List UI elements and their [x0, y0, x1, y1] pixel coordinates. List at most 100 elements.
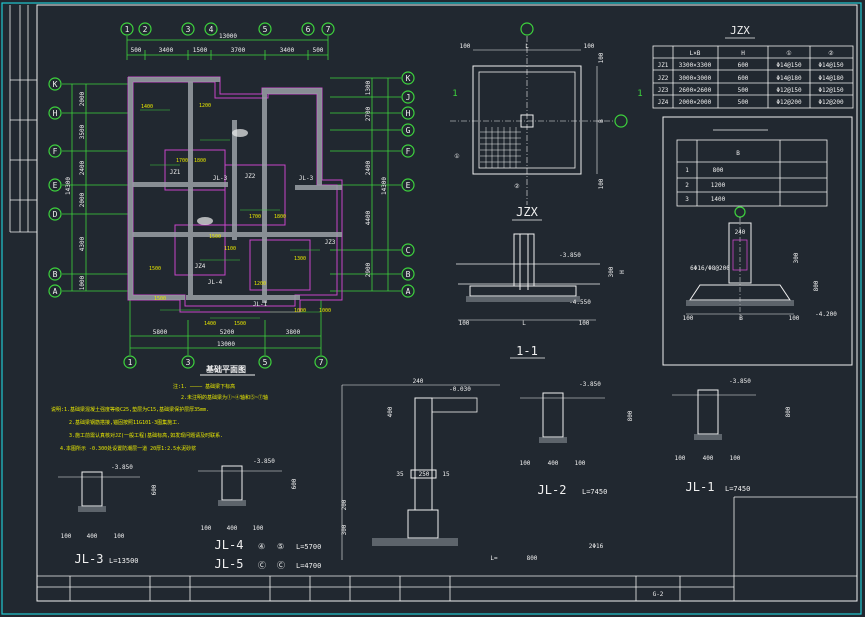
jz-label: JZ3 [325, 239, 336, 246]
right-span-dim: 2700 [365, 106, 372, 121]
jzx-table-cell: Φ12@200 [818, 99, 844, 106]
right-axis-c: C [406, 246, 411, 255]
strip-dim: B [739, 315, 743, 322]
jl5-length: L=4700 [296, 562, 321, 570]
right-axis-h: H [406, 109, 411, 118]
jl2-elev: -3.850 [579, 381, 601, 388]
note-line-3: 3.施工前需认真核对JZ(一般工程)基础标高,如发现问题请及时联系. [69, 432, 223, 439]
strip-row-no: 3 [685, 196, 689, 203]
wall-dim: 35 [396, 471, 404, 478]
section-11-dim: 300 [608, 266, 615, 277]
wall-elev: -0.030 [449, 386, 471, 393]
svg-text:1500: 1500 [149, 266, 161, 272]
jl4-length: L=5700 [296, 543, 321, 551]
jl1-length: L=7450 [725, 485, 750, 493]
foundation-plan: 1 2 3 4 5 6 7 13000 500 3400 1500 3700 3… [48, 22, 415, 376]
svg-text:1500: 1500 [234, 321, 246, 327]
top-span-dim: 3700 [231, 47, 246, 54]
left-span-dim: 3500 [79, 124, 86, 139]
wall-l-label: L= [490, 555, 498, 562]
svg-text:1000: 1000 [294, 308, 306, 314]
cut-mark-left: 1 [452, 89, 457, 99]
right-axis-g: G [406, 126, 411, 135]
top-span-dim: 500 [131, 47, 142, 54]
note-line-2: 2.基础梁钢筋搭接,锚固按照11G101-3图集施工. [69, 419, 180, 426]
wall-dim: 240 [413, 378, 424, 385]
bottom-axis-5: 5 [263, 358, 268, 367]
svg-text:1700: 1700 [249, 214, 261, 220]
jzx-table-cell: 2600×2600 [679, 87, 712, 94]
right-axis-j: J [406, 93, 411, 102]
section-11-elev-1: -3.850 [559, 252, 581, 259]
jzx-table-cell: 600 [738, 75, 749, 82]
wall-strips [128, 77, 342, 303]
top-axis-1: 1 [125, 25, 130, 34]
bottom-axis-1: 1 [128, 358, 133, 367]
jl2-dim: 100 [520, 460, 531, 467]
jzx-table-cell: JZ3 [658, 87, 669, 94]
section-11-title: 1-1 [516, 344, 538, 358]
right-span-dim: 2900 [365, 262, 372, 277]
strip-dim: 240 [735, 229, 746, 236]
jl4-elev: -3.850 [253, 458, 275, 465]
left-axis-e: E [53, 181, 58, 190]
right-axis-k: K [406, 74, 411, 83]
left-axis-h: H [53, 109, 58, 118]
jl3-dim: 100 [61, 533, 72, 540]
bottom-span-dim: 3800 [286, 329, 301, 336]
jl3-dim: 600 [151, 484, 158, 495]
bottom-total-dim: 13000 [217, 341, 235, 348]
left-span-dim: 2400 [79, 160, 86, 175]
jzx-table-header: H [741, 50, 745, 57]
jzx-table-cell: Φ14@150 [818, 62, 844, 69]
wall-l-value: 800 [527, 555, 538, 562]
jl5-label: JL-5 [215, 557, 244, 571]
right-axis-a: A [406, 287, 411, 296]
jl4-dim: 100 [201, 525, 212, 532]
jl1-dim: 100 [730, 455, 741, 462]
wall-dim: 15 [442, 471, 450, 478]
jl2-dim: 100 [575, 460, 586, 467]
top-axis-4: 4 [209, 25, 214, 34]
jl2-dim: 800 [627, 410, 634, 421]
jzx-table-header: ② [828, 50, 833, 57]
right-span-dim: 4400 [365, 210, 372, 225]
section-11-dim: H [619, 270, 626, 274]
strip-row-b: 1400 [711, 196, 726, 203]
top-axis-bubbles [120, 22, 335, 36]
jzx-dim: 100 [598, 52, 605, 63]
title-block [37, 496, 857, 601]
right-axis-e: E [406, 181, 411, 190]
jl4-dim: 600 [291, 478, 298, 489]
jzx-table-cell: 3300×3300 [679, 62, 712, 69]
section-11-dim: 100 [459, 320, 470, 327]
left-span-dim: 2000 [79, 192, 86, 207]
bottom-axis-bubbles [123, 355, 328, 369]
jl2-dim: 400 [548, 460, 559, 467]
left-total-dim: 14300 [65, 177, 72, 195]
jl1-dim: 800 [785, 406, 792, 417]
svg-text:1300: 1300 [294, 256, 306, 262]
strip-row-no: 1 [685, 167, 689, 174]
svg-text:1500: 1500 [209, 234, 221, 240]
top-total-dim: 13000 [219, 33, 237, 40]
note-line-4: 4.本图所示 -0.300处设置防潮层一道 20厚1:2.5水泥砂浆 [60, 445, 196, 452]
beam-jl4-jl5: -3.850 100 400 100 600 JL-4 ④ ⑤ L=5700 J… [198, 458, 321, 571]
strip-dim: 100 [789, 315, 800, 322]
left-axis-f: F [53, 147, 58, 156]
note-legend-1: 注:1. ──── 基础梁下标高 [173, 383, 235, 390]
cut-mark-right: 1 [637, 89, 642, 99]
jzx-table-cell: Φ12@150 [818, 87, 844, 94]
strip-table-header: B [736, 150, 740, 157]
left-span-dim: 4300 [79, 236, 86, 251]
jzx-table-cell: Φ14@150 [776, 62, 802, 69]
beam-jl3: -3.850 100 400 100 600 JL-3 L=13500 [58, 464, 158, 566]
jzx-dim: L [525, 43, 529, 50]
jzx-dim: 100 [460, 43, 471, 50]
jl-label: JL-3 [299, 175, 314, 182]
jzx-table-cell: 500 [738, 99, 749, 106]
bottom-span-dim: 5200 [220, 329, 235, 336]
right-total-dim: 14300 [381, 177, 388, 195]
